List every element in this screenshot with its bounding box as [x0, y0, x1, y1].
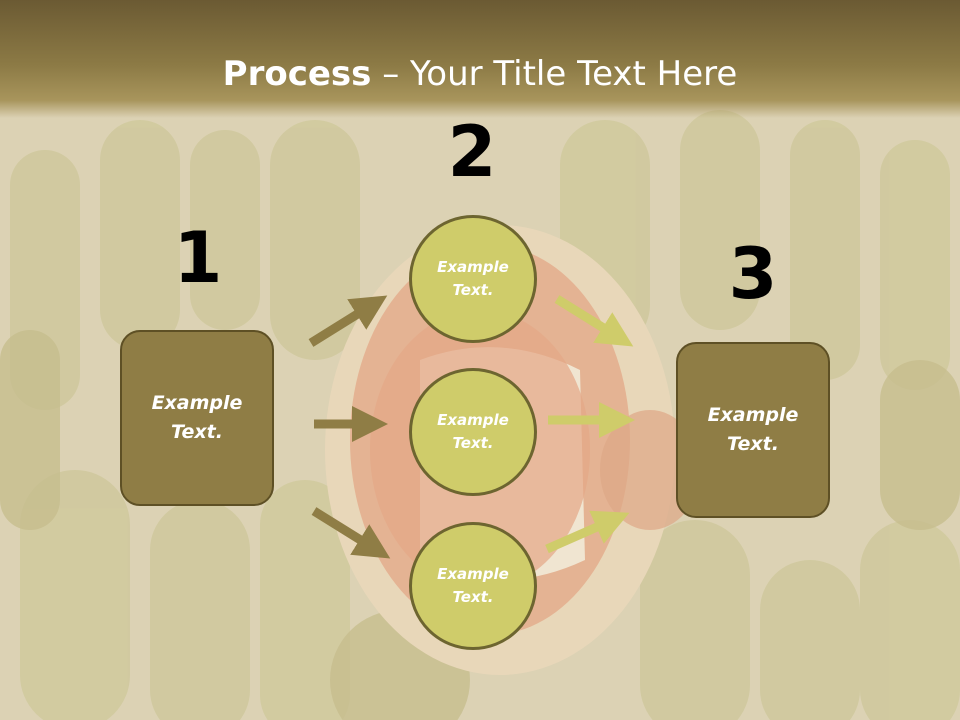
step-number-2: 2 [447, 111, 497, 193]
arrow-left-to-top [308, 295, 388, 347]
arrow-top-to-right [554, 295, 634, 347]
arrow-bot-to-right [545, 510, 630, 554]
left-step-text: Example Text. [151, 392, 243, 443]
circle-node-bottom: Example Text. [409, 522, 537, 650]
title-bold-part: Process [222, 54, 372, 94]
arrow-left-to-bot [311, 507, 391, 559]
circle-top-text: Example Text. [437, 258, 509, 299]
right-step-text: Example Text. [707, 404, 799, 455]
circle-node-top: Example Text. [409, 215, 537, 343]
circle-node-middle: Example Text. [409, 368, 537, 496]
step-number-1: 1 [173, 217, 223, 299]
title-rest-part: Your Title Text Here [410, 54, 738, 94]
title-dash: – [371, 54, 411, 94]
step-number-3: 3 [728, 233, 778, 315]
circle-mid-text: Example Text. [437, 411, 509, 452]
right-step-box: Example Text. [676, 342, 830, 518]
circle-bot-text: Example Text. [437, 565, 509, 606]
left-step-box: Example Text. [120, 330, 274, 506]
title-band [0, 0, 960, 118]
slide-title: Process – Your Title Text Here [0, 52, 960, 96]
